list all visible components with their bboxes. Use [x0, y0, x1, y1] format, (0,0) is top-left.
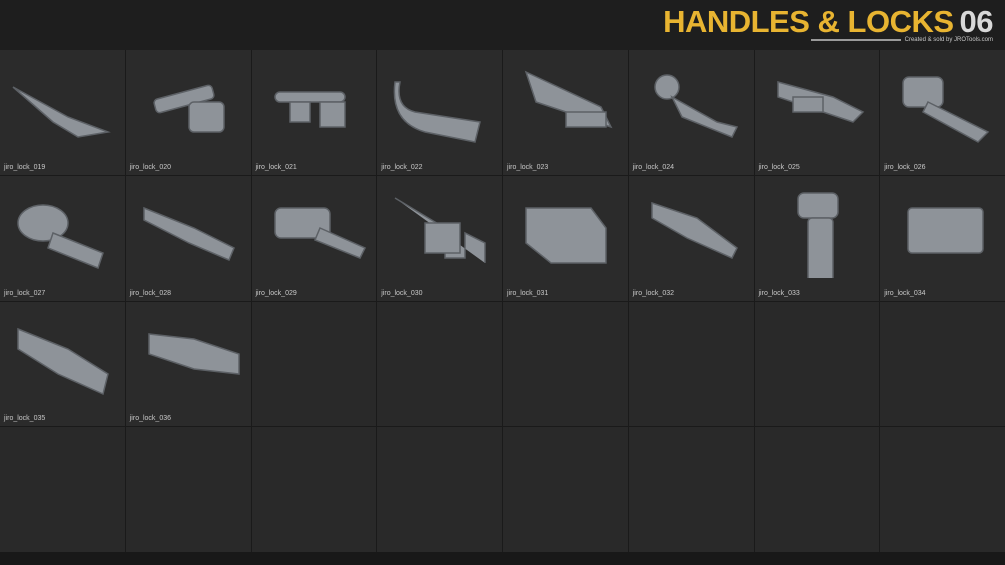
lock-model-thumbnail: [12, 86, 111, 138]
asset-cell[interactable]: jiro_lock_021: [251, 50, 377, 175]
asset-label: jiro_lock_035: [4, 415, 46, 423]
lock-model-thumbnail: [654, 74, 738, 138]
lock-model-thumbnail: [273, 91, 346, 128]
asset-label: jiro_lock_029: [255, 289, 297, 297]
footer-bar: [0, 552, 1005, 565]
asset-cell[interactable]: jiro_lock_028: [125, 175, 251, 301]
lock-model-thumbnail: [273, 207, 366, 259]
credit-line: Created & sold by JROTools.com: [810, 37, 993, 43]
asset-label: jiro_lock_027: [4, 289, 46, 297]
asset-label: jiro_lock_022: [381, 163, 423, 171]
lock-model-thumbnail: [153, 84, 225, 133]
asset-cell[interactable]: jiro_lock_026: [880, 50, 1005, 175]
empty-cell: [377, 427, 502, 552]
lock-model-thumbnail: [393, 81, 482, 143]
asset-cell[interactable]: jiro_lock_027: [0, 175, 125, 301]
lock-model-thumbnail: [148, 332, 240, 375]
empty-cell: [754, 427, 880, 552]
asset-cell[interactable]: jiro_lock_036: [125, 301, 251, 427]
asset-label: jiro_lock_030: [381, 289, 423, 297]
asset-cell[interactable]: jiro_lock_035: [0, 301, 125, 427]
asset-cell[interactable]: jiro_lock_025: [754, 50, 880, 175]
asset-label: jiro_lock_020: [129, 163, 171, 171]
lock-model-thumbnail: [17, 204, 104, 269]
asset-cell[interactable]: jiro_lock_022: [377, 50, 502, 175]
empty-cell: [880, 427, 1005, 552]
title-number: 06: [959, 4, 994, 39]
asset-label: jiro_lock_024: [632, 163, 674, 171]
asset-cell[interactable]: jiro_lock_023: [503, 50, 628, 175]
empty-cell: [880, 301, 1005, 427]
lock-model-thumbnail: [902, 76, 990, 143]
asset-label: jiro_lock_031: [507, 289, 549, 297]
lock-model-thumbnail: [143, 206, 235, 261]
asset-label: jiro_lock_025: [758, 163, 800, 171]
empty-cell: [754, 301, 880, 427]
asset-label: jiro_lock_019: [4, 163, 46, 171]
asset-cell[interactable]: jiro_lock_031: [503, 175, 628, 301]
lock-model-thumbnail: [907, 207, 984, 254]
asset-label: jiro_lock_028: [129, 289, 171, 297]
empty-cell: [0, 427, 125, 552]
lock-model-thumbnail: [776, 81, 864, 123]
asset-cell[interactable]: jiro_lock_033: [754, 175, 880, 301]
asset-label: jiro_lock_033: [758, 289, 800, 297]
asset-cell[interactable]: jiro_lock_019: [0, 50, 125, 175]
title-text: HANDLES & LOCKS: [663, 4, 954, 39]
asset-cell[interactable]: jiro_lock_032: [628, 175, 754, 301]
asset-label: jiro_lock_032: [632, 289, 674, 297]
credit-text: Created & sold by JROTools.com: [904, 37, 993, 43]
divider: [810, 39, 901, 41]
empty-cell: [125, 427, 251, 552]
asset-cell[interactable]: jiro_lock_020: [125, 50, 251, 175]
lock-model-thumbnail: [524, 70, 613, 129]
empty-cell: [251, 427, 377, 552]
asset-label: jiro_lock_026: [884, 163, 926, 171]
empty-cell: [628, 427, 754, 552]
empty-cell: [503, 301, 628, 427]
empty-cell: [251, 301, 377, 427]
asset-label: jiro_lock_023: [507, 163, 549, 171]
asset-cell[interactable]: jiro_lock_029: [251, 175, 377, 301]
empty-cell: [377, 301, 502, 427]
empty-cell: [628, 301, 754, 427]
empty-cell: [503, 427, 628, 552]
asset-label: jiro_lock_036: [129, 415, 171, 423]
lock-model-thumbnail: [525, 207, 607, 264]
lock-model-thumbnail: [394, 197, 486, 263]
asset-cell[interactable]: jiro_lock_030: [377, 175, 502, 301]
asset-label: jiro_lock_021: [255, 163, 297, 171]
asset-cell[interactable]: jiro_lock_034: [880, 175, 1005, 301]
lock-model-thumbnail: [17, 327, 109, 395]
lock-model-thumbnail: [796, 192, 839, 278]
asset-cell[interactable]: jiro_lock_024: [628, 50, 754, 175]
asset-label: jiro_lock_034: [884, 289, 926, 297]
lock-model-thumbnail: [651, 201, 738, 259]
